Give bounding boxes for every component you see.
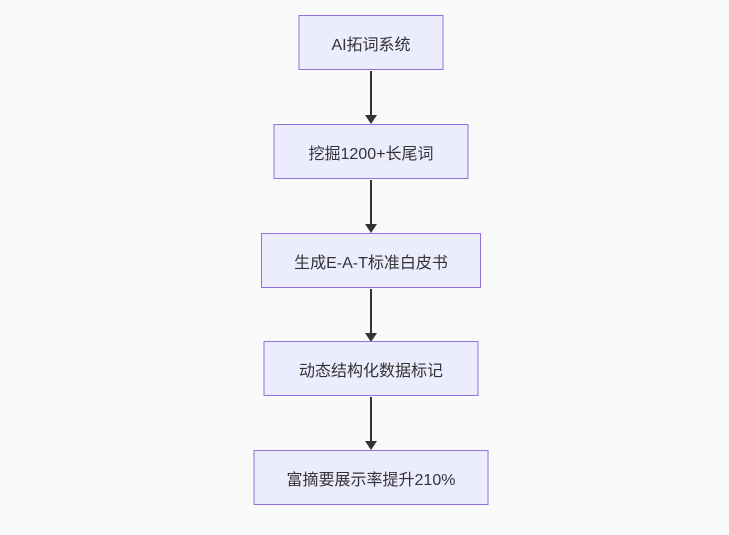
flow-node-rich-snippet-result: 富摘要展示率提升210% <box>253 450 489 505</box>
arrow-down-icon <box>365 441 377 450</box>
flow-node-eat-whitepaper: 生成E-A-T标准白皮书 <box>261 233 481 288</box>
flow-node-ai-keyword-system: AI拓词系统 <box>298 15 444 70</box>
flow-edge-2-line <box>370 180 372 225</box>
arrow-down-icon <box>365 115 377 124</box>
flow-node-label: 动态结构化数据标记 <box>298 362 443 380</box>
flow-edge-1-line <box>370 71 372 116</box>
arrow-down-icon <box>365 333 377 342</box>
flow-node-label: 富摘要展示率提升210% <box>286 471 456 489</box>
flow-edge-4-line <box>370 397 372 442</box>
flow-edge-3-line <box>370 289 372 333</box>
flow-node-structured-data-markup: 动态结构化数据标记 <box>263 341 479 396</box>
flow-node-longtail-mining: 挖掘1200+长尾词 <box>273 124 469 179</box>
flow-node-label: 挖掘1200+长尾词 <box>308 145 434 163</box>
arrow-down-icon <box>365 224 377 233</box>
flow-node-label: 生成E-A-T标准白皮书 <box>294 254 448 272</box>
flow-node-label: AI拓词系统 <box>331 36 411 54</box>
